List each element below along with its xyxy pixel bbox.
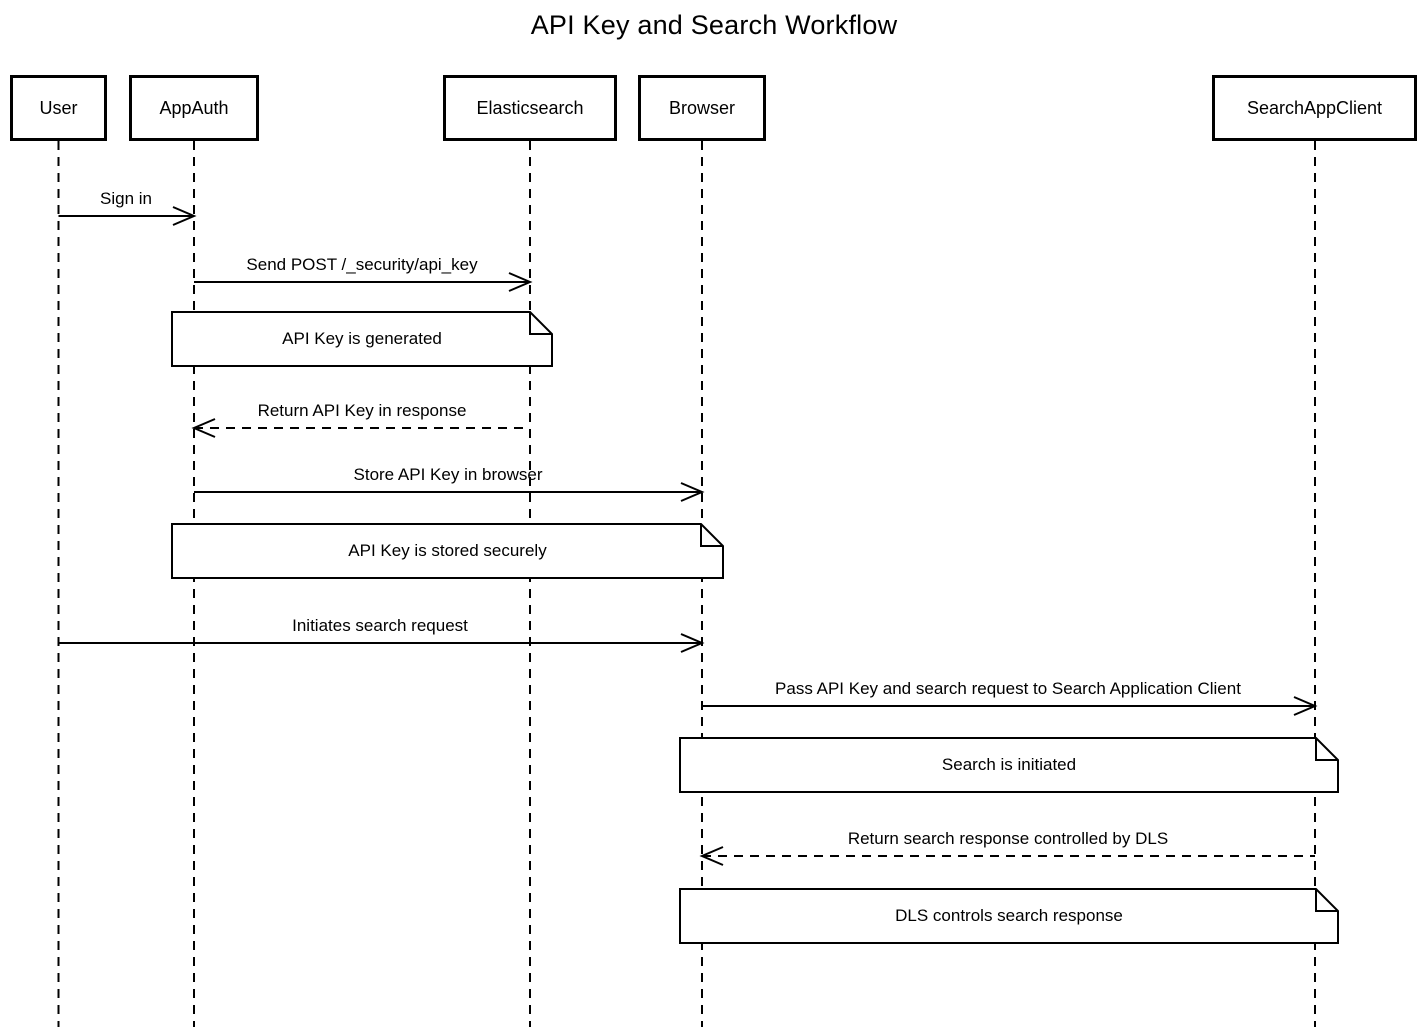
note-label-search-initiated: Search is initiated: [941, 755, 1077, 774]
arrow-initiates-search: [58, 633, 705, 653]
note-shape-api-key-generated: [171, 311, 553, 367]
participant-browser-label: Browser: [668, 97, 735, 118]
diagram-title: API Key and Search Workflow: [530, 10, 898, 40]
participant-appauth: AppAuth: [129, 75, 259, 141]
message-label-store-api-key: Store API Key in browser: [353, 465, 543, 484]
message-label-return-api-key: Return API Key in response: [257, 401, 467, 420]
message-label-sign-in: Sign in: [100, 189, 152, 208]
arrow-store-api-key: [194, 482, 705, 502]
lifelines: [57, 141, 1316, 1027]
message-label-return-search-response: Return search response controlled by DLS: [847, 829, 1169, 848]
message-label-send-post: Send POST /_security/api_key: [246, 255, 478, 274]
note-label-dls-controls: DLS controls search response: [895, 906, 1123, 925]
participant-elasticsearch: Elasticsearch: [443, 75, 617, 141]
arrow-return-search-response: [699, 846, 1315, 866]
participant-appauth-label: AppAuth: [159, 97, 229, 118]
participant-elasticsearch-label: Elasticsearch: [476, 97, 584, 118]
participant-user: User: [10, 75, 107, 141]
message-label-initiates-search: Initiates search request: [292, 616, 468, 635]
note-shapes: [171, 311, 1339, 944]
note-label-api-key-generated: API Key is generated: [282, 329, 442, 348]
note-label-api-key-stored: API Key is stored securely: [348, 541, 547, 560]
participant-searchappclient: SearchAppClient: [1212, 75, 1417, 141]
note-shape-search-initiated: [679, 737, 1339, 793]
message-label-pass-api-key: Pass API Key and search request to Searc…: [775, 679, 1241, 698]
arrow-sign-in: [58, 206, 197, 226]
participant-searchappclient-label: SearchAppClient: [1246, 97, 1383, 118]
participant-user-label: User: [39, 97, 78, 118]
arrow-pass-api-key: [702, 696, 1318, 716]
note-shape-dls-controls: [679, 888, 1339, 944]
arrow-send-post: [194, 272, 533, 292]
arrow-return-api-key: [191, 418, 530, 438]
note-shape-api-key-stored: [171, 523, 724, 579]
message-arrows: [58, 206, 1318, 866]
participant-browser: Browser: [638, 75, 766, 141]
